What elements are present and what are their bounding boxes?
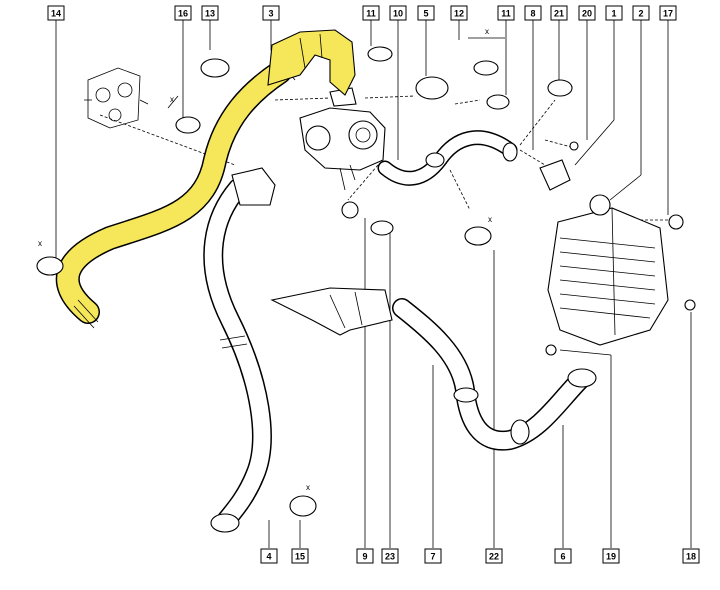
callout-17: 17: [659, 5, 677, 21]
nut-18: [684, 299, 696, 311]
callout-5: 5: [417, 5, 435, 21]
clamp-16: [175, 116, 201, 134]
callout-label: 11: [366, 9, 376, 19]
callout-8: 8: [524, 5, 542, 21]
callout-label: 19: [606, 552, 616, 562]
callout-6: 6: [554, 548, 572, 564]
dimension-x-label: x: [488, 215, 492, 224]
dimension-x-label: x: [485, 27, 489, 36]
callout-label: 6: [560, 552, 565, 562]
dimension-x-label: x: [170, 95, 174, 104]
intercooler: [547, 207, 669, 346]
callout-2: 2: [632, 5, 650, 21]
clamp-22: [464, 226, 492, 246]
nut-19: [545, 344, 557, 356]
callout-7: 7: [424, 548, 442, 564]
callout-23: 23: [381, 548, 399, 564]
sleeve-5: [415, 76, 449, 100]
clamp-12: [473, 60, 499, 76]
bolt-20: [569, 141, 579, 151]
callout-label: 14: [51, 9, 61, 19]
callout-label: 18: [686, 552, 696, 562]
dimension-x-label: x: [38, 239, 42, 248]
intercooler-hose-lower: [392, 298, 597, 451]
clamp-21: [547, 79, 573, 97]
callout-21: 21: [550, 5, 568, 21]
clamp-11-upper: [367, 46, 393, 62]
hose-clamps: [36, 46, 696, 517]
callout-1: 1: [605, 5, 623, 21]
callout-label: 13: [205, 9, 215, 19]
callout-label: 23: [385, 552, 395, 562]
engine-fragment: [84, 67, 149, 129]
white-hose-long: [203, 167, 276, 533]
callout-label: 11: [501, 9, 511, 19]
callout-11: 11: [362, 5, 380, 21]
callout-label: 10: [393, 9, 403, 19]
callout-12: 12: [450, 5, 468, 21]
ring-2: [589, 194, 611, 216]
callout-label: 1: [611, 9, 616, 19]
leader-lines: [55, 20, 692, 548]
turbo-outlet-hose: [377, 130, 518, 186]
sensor-1: [539, 159, 571, 191]
dimension-marks: x x x x x: [38, 27, 505, 492]
callout-15: 15: [291, 548, 309, 564]
callout-4: 4: [260, 548, 278, 564]
clamp-23: [370, 220, 394, 236]
callout-label: 4: [266, 552, 271, 562]
callout-19: 19: [602, 548, 620, 564]
callout-11: 11: [497, 5, 515, 21]
callout-9: 9: [356, 548, 374, 564]
callout-20: 20: [578, 5, 596, 21]
highlighted-intake-hose: [55, 29, 356, 329]
assembly-guide-lines: [99, 95, 670, 221]
callout-label: 20: [582, 9, 592, 19]
callout-label: 17: [663, 9, 673, 19]
callout-18: 18: [682, 548, 700, 564]
callout-label: 12: [454, 9, 464, 19]
clamp-15: [289, 495, 317, 517]
ring-9: [341, 201, 359, 219]
callout-label: 15: [295, 552, 305, 562]
clamp-13: [200, 58, 230, 78]
dimension-x-label: x: [306, 483, 310, 492]
callout-label: 9: [362, 552, 367, 562]
clamp-11-second: [486, 94, 510, 110]
callout-13: 13: [201, 5, 219, 21]
callout-10: 10: [389, 5, 407, 21]
nut-17: [668, 214, 684, 230]
callout-label: 22: [489, 552, 499, 562]
callout-label: 2: [638, 9, 643, 19]
callout-label: 21: [554, 9, 564, 19]
callout-label: 3: [268, 9, 273, 19]
callout-3: 3: [262, 5, 280, 21]
callout-22: 22: [485, 548, 503, 564]
callout-16: 16: [174, 5, 192, 21]
callout-label: 7: [430, 552, 435, 562]
turbocharger: [299, 87, 386, 191]
callout-label: 5: [423, 9, 428, 19]
callout-14: 14: [47, 5, 65, 21]
callout-label: 16: [178, 9, 188, 19]
callout-label: 8: [530, 9, 535, 19]
clamp-14: [36, 256, 64, 276]
air-duct: [270, 287, 393, 336]
